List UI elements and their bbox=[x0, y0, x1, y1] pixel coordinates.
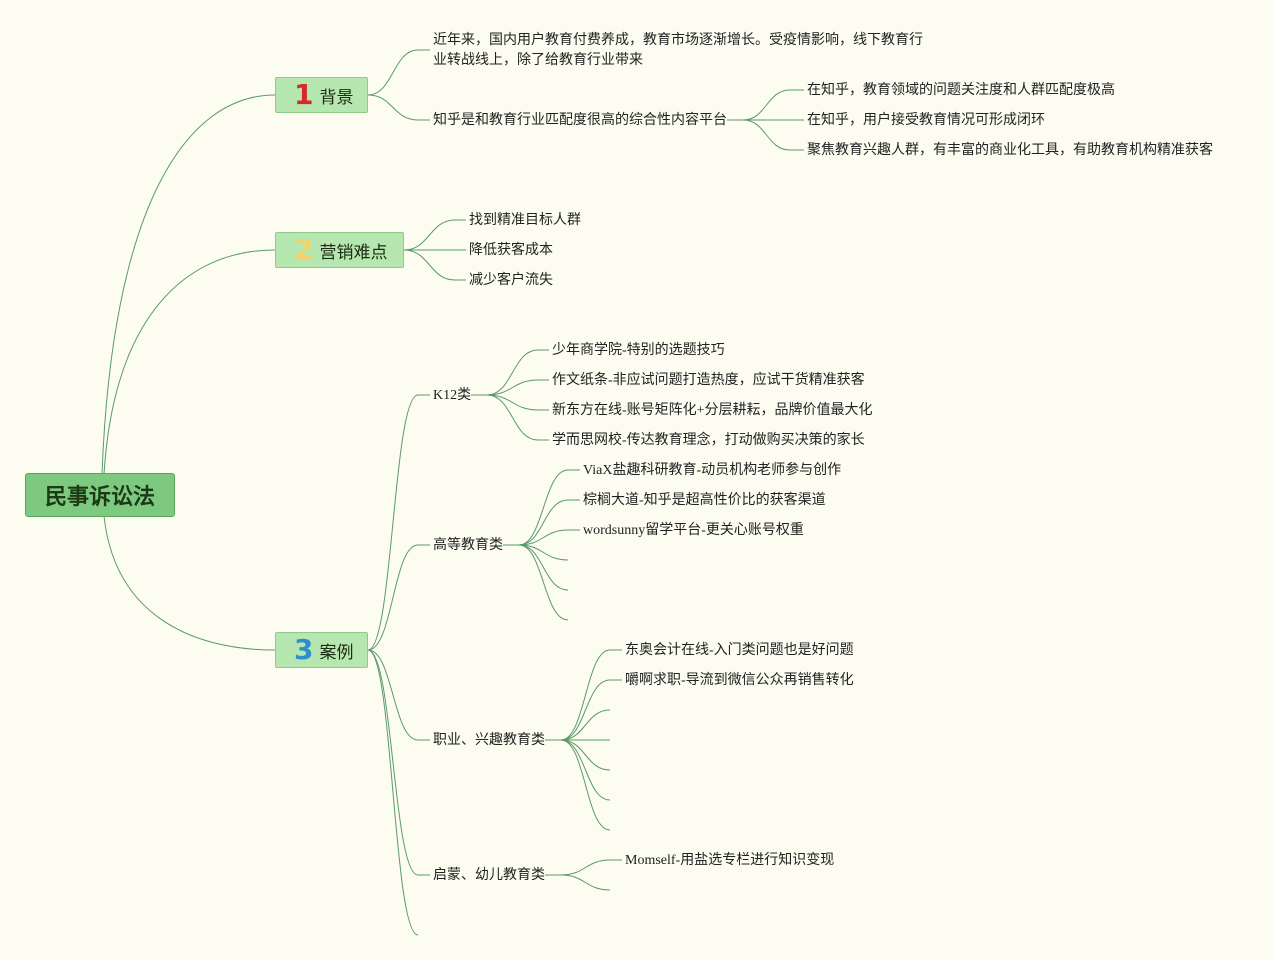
connector-line-12 bbox=[742, 119, 791, 151]
connector-line-54 bbox=[560, 709, 611, 741]
background-item-1-line-1[interactable]: 近年来，国内用户教育付费养成，教育市场逐渐增长。受疫情影响，线下教育行 bbox=[433, 31, 923, 51]
connector-line-60 bbox=[560, 859, 611, 876]
background-detail-1[interactable]: 在知乎，教育领域的问题关注度和人群匹配度极高 bbox=[807, 81, 1115, 101]
connector-line-2 bbox=[103, 249, 276, 475]
connector-line-4 bbox=[367, 49, 419, 96]
case-k12[interactable]: K12类 bbox=[433, 386, 472, 406]
connector-line-56 bbox=[560, 739, 611, 771]
connector-line-8 bbox=[742, 89, 791, 121]
connector-line-50 bbox=[560, 649, 611, 741]
connector-line-6 bbox=[367, 94, 419, 121]
branch-label: 案例 bbox=[319, 642, 354, 663]
connector-line-31 bbox=[486, 349, 539, 396]
connector-line-42 bbox=[518, 499, 569, 546]
branch-cases[interactable]: 3 案例 bbox=[275, 632, 368, 668]
k12-item-2[interactable]: 作文纸条-非应试问题打造热度，应试干货精准获客 bbox=[552, 371, 865, 391]
connector-line-62 bbox=[560, 874, 611, 891]
connector-line-33 bbox=[486, 379, 539, 396]
priority-1-icon: 1 bbox=[294, 78, 314, 111]
connector-line-40 bbox=[518, 469, 569, 546]
k12-item-1[interactable]: 少年商学院-特别的选题技巧 bbox=[552, 341, 725, 361]
background-detail-2[interactable]: 在知乎，用户接受教育情况可形成闭环 bbox=[807, 111, 1045, 131]
higher-item-1[interactable]: ViaX盐趣科研教育-动员机构老师参与创作 bbox=[583, 461, 842, 481]
background-item-2[interactable]: 知乎是和教育行业匹配度很高的综合性内容平台 bbox=[433, 111, 727, 131]
pain-point-2[interactable]: 降低获客成本 bbox=[469, 241, 553, 261]
higher-item-3[interactable]: wordsunny留学平台-更关心账号权重 bbox=[583, 521, 804, 541]
background-detail-3[interactable]: 聚焦教育兴趣人群，有丰富的商业化工具，有助教育机构精准获客 bbox=[807, 141, 1213, 161]
early-item-1[interactable]: Momself-用盐选专栏进行知识变现 bbox=[625, 851, 835, 871]
k12-item-4[interactable]: 学而思网校-传达教育理念，打动做购买决策的家长 bbox=[552, 431, 865, 451]
connector-line-29 bbox=[367, 649, 419, 936]
connector-line-19 bbox=[403, 249, 456, 281]
connector-line-23 bbox=[367, 544, 419, 651]
higher-item-2[interactable]: 棕榈大道-知乎是超高性价比的获客渠道 bbox=[583, 491, 826, 511]
vocational-item-2[interactable]: 嚼啊求职-导流到微信公众再销售转化 bbox=[625, 671, 854, 691]
connector-line-15 bbox=[403, 219, 456, 251]
connector-line-58 bbox=[560, 739, 611, 831]
case-vocational[interactable]: 职业、兴趣教育类 bbox=[433, 731, 545, 751]
case-higher-education[interactable]: 高等教育类 bbox=[433, 536, 503, 556]
pain-point-3[interactable]: 减少客户流失 bbox=[469, 271, 553, 291]
priority-3-icon: 3 bbox=[294, 633, 314, 666]
vocational-item-1[interactable]: 东奥会计在线-入门类问题也是好问题 bbox=[625, 641, 854, 661]
connector-line-52 bbox=[560, 679, 611, 741]
case-early-education[interactable]: 启蒙、幼儿教育类 bbox=[433, 866, 545, 886]
connector-line-37 bbox=[486, 394, 539, 441]
branch-label: 营销难点 bbox=[319, 242, 388, 263]
connector-line-1 bbox=[101, 94, 276, 475]
branch-background[interactable]: 1 背景 bbox=[275, 77, 368, 113]
connector-line-48 bbox=[518, 544, 569, 621]
connector-line-57 bbox=[560, 739, 611, 801]
connector-line-44 bbox=[518, 529, 569, 546]
connector-line-21 bbox=[367, 394, 419, 651]
connector-line-25 bbox=[367, 649, 419, 741]
connector-line-3 bbox=[103, 515, 276, 651]
connector-line-47 bbox=[518, 544, 569, 591]
k12-item-3[interactable]: 新东方在线-账号矩阵化+分层耕耘，品牌价值最大化 bbox=[552, 401, 873, 421]
priority-2-icon: 2 bbox=[294, 233, 314, 266]
branch-label: 背景 bbox=[319, 87, 354, 108]
background-item-1-line-2[interactable]: 业转战线上，除了给教育行业带来 bbox=[433, 51, 643, 71]
connector-line-27 bbox=[367, 649, 419, 876]
connector-line-35 bbox=[486, 394, 539, 411]
branch-pain-points[interactable]: 2 营销难点 bbox=[275, 232, 404, 268]
pain-point-1[interactable]: 找到精准目标人群 bbox=[469, 211, 581, 231]
root-node[interactable]: 民事诉讼法 bbox=[25, 473, 175, 517]
